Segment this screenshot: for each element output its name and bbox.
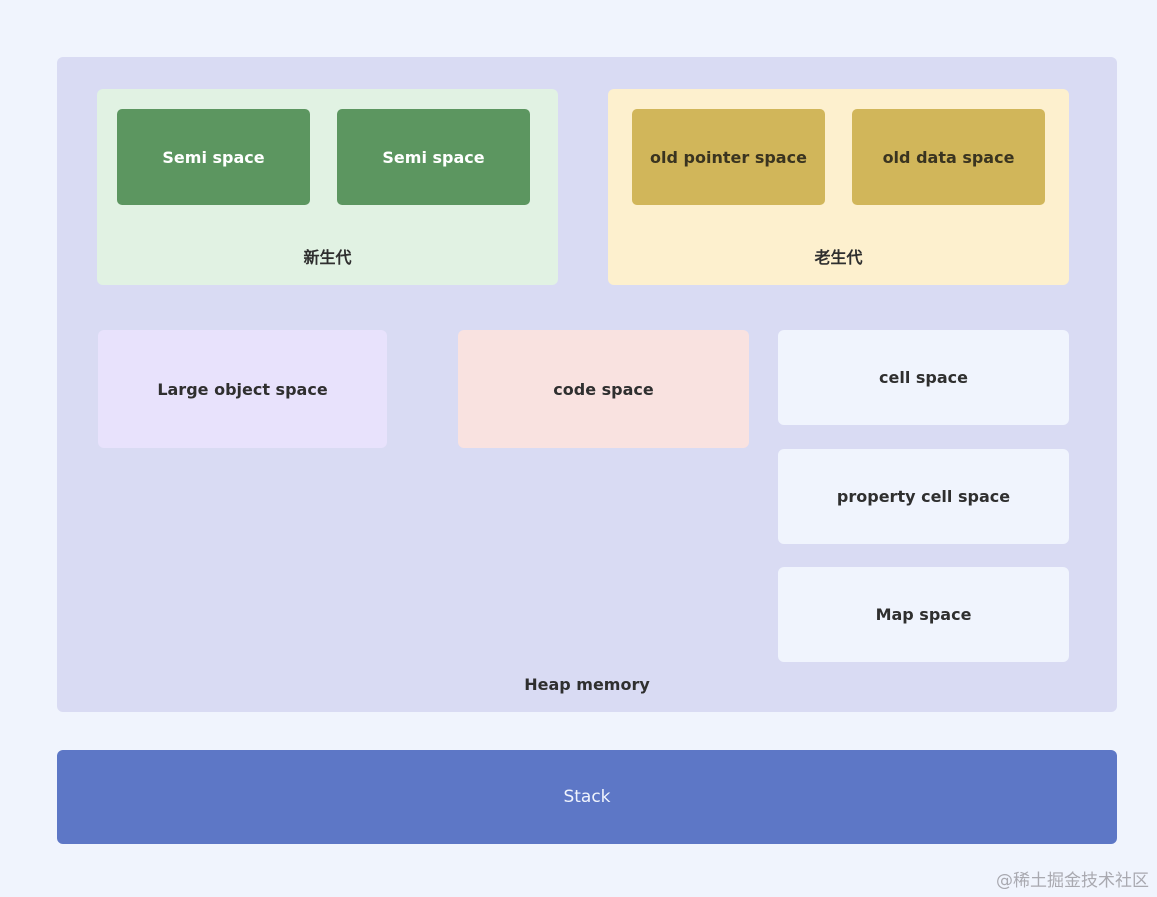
- young-generation-label: 新生代: [303, 248, 352, 267]
- old-pointer-space-label: old pointer space: [650, 147, 807, 167]
- cell-space-box: cell space: [778, 330, 1069, 425]
- map-space-box: Map space: [778, 567, 1069, 662]
- cell-space-label: cell space: [879, 368, 968, 387]
- large-object-space-box: Large object space: [98, 330, 387, 448]
- watermark: @稀土掘金技术社区: [996, 871, 1149, 891]
- semi-space-box-2: Semi space: [337, 109, 530, 205]
- semi-space-label-2: Semi space: [382, 147, 485, 167]
- old-pointer-space-box: old pointer space: [632, 109, 825, 205]
- heap-memory-label: Heap memory: [524, 674, 650, 694]
- stack-label: Stack: [563, 787, 611, 807]
- semi-space-box-1: Semi space: [117, 109, 310, 205]
- stack-region: Stack: [57, 750, 1117, 844]
- old-generation-label: 老生代: [814, 248, 863, 267]
- code-space-label: code space: [553, 379, 654, 399]
- large-object-space-label: Large object space: [157, 379, 328, 399]
- old-data-space-label: old data space: [882, 147, 1015, 167]
- old-data-space-box: old data space: [852, 109, 1045, 205]
- property-cell-space-label: property cell space: [836, 487, 1011, 506]
- property-cell-space-box: property cell space: [778, 449, 1069, 544]
- code-space-box: code space: [458, 330, 749, 448]
- map-space-label: Map space: [875, 605, 972, 624]
- semi-space-label-1: Semi space: [162, 147, 265, 167]
